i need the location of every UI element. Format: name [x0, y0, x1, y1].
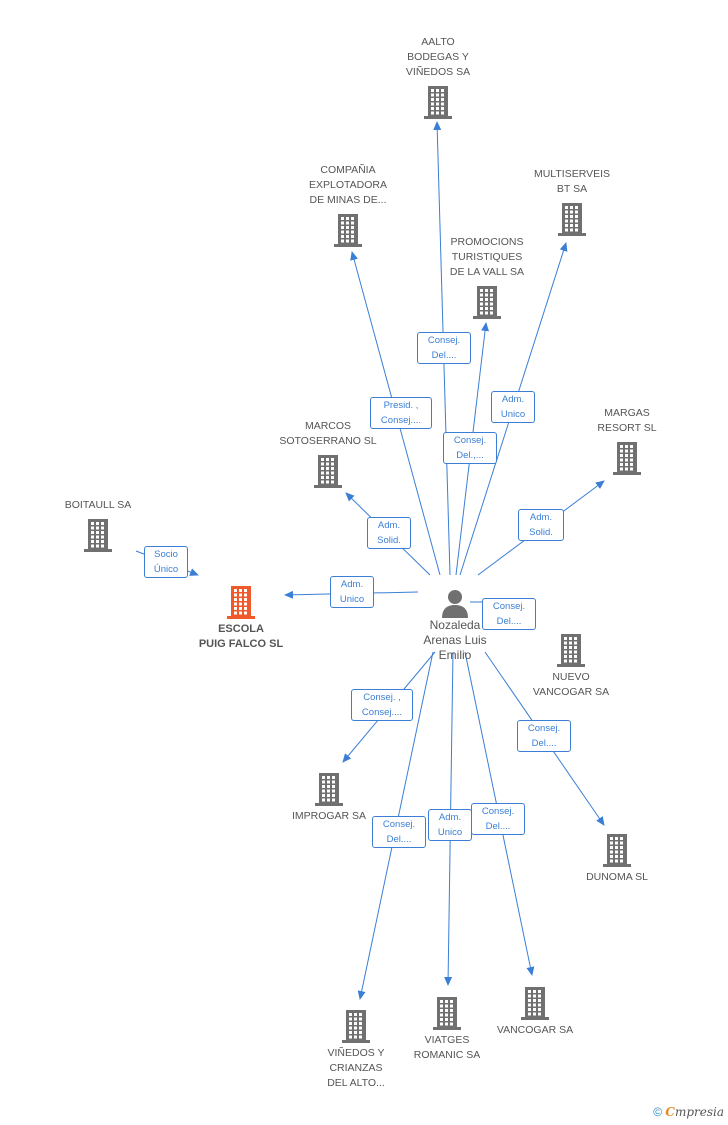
company-name: DUNOMA SL [586, 871, 648, 883]
company-node-margas[interactable]: MARGAS RESORT SL [562, 406, 692, 476]
building-icon [227, 586, 255, 619]
company-node-dunoma[interactable]: DUNOMA SL [552, 832, 682, 885]
brand-logo: Cmpresia [665, 1105, 724, 1119]
company-name: VIÑEDOS Y CRIANZAS DEL ALTO... [327, 1047, 385, 1089]
building-icon [342, 1010, 370, 1043]
building-icon [473, 286, 501, 319]
relation-label[interactable]: Adm. Solid. [367, 517, 411, 549]
person-icon [442, 590, 468, 618]
relation-label[interactable]: Consej. Del.... [517, 720, 571, 752]
company-name: MARGAS RESORT SL [597, 407, 657, 434]
relation-label[interactable]: Adm. Solid. [518, 509, 564, 541]
company-node-marcos[interactable]: MARCOS SOTOSERRANO SL [263, 419, 393, 489]
relation-label[interactable]: Adm. Unico [330, 576, 374, 608]
company-node-nuevo[interactable]: NUEVO VANCOGAR SA [506, 632, 636, 700]
company-name: COMPAÑIA EXPLOTADORA DE MINAS DE... [309, 164, 387, 206]
relation-label[interactable]: Consej. Del.... [482, 598, 536, 630]
company-node-promocions[interactable]: PROMOCIONS TURISTIQUES DE LA VALL SA [422, 235, 552, 320]
relation-label[interactable]: Consej. Del.... [417, 332, 471, 364]
relation-label[interactable]: Presid. , Consej.... [370, 397, 432, 429]
building-icon [558, 203, 586, 236]
company-name: VIATGES ROMANIC SA [413, 1034, 481, 1061]
relation-label[interactable]: Consej. , Consej.... [351, 689, 413, 721]
building-icon [84, 519, 112, 552]
relation-label[interactable]: Adm. Unico [491, 391, 535, 423]
company-name: AALTO BODEGAS Y VIÑEDOS SA [405, 36, 471, 78]
relation-label[interactable]: Consej. Del.... [372, 816, 426, 848]
building-icon [521, 987, 549, 1020]
building-icon [613, 442, 641, 475]
relation-label[interactable]: Socio Único [144, 546, 188, 578]
building-icon [603, 834, 631, 867]
person-node[interactable]: Nozaleda Arenas Luis Emilio [410, 588, 500, 663]
company-node-boitaull[interactable]: BOITAULL SA [33, 498, 163, 553]
copyright-icon: © [653, 1105, 663, 1119]
relation-label[interactable]: Adm. Unico [428, 809, 472, 841]
company-name: ESCOLA PUIG FALCO SL [198, 623, 284, 650]
company-node-compania[interactable]: COMPAÑIA EXPLOTADORA DE MINAS DE... [283, 163, 413, 248]
building-icon [314, 455, 342, 488]
company-name: MARCOS SOTOSERRANO SL [279, 420, 377, 447]
company-node-vinedos[interactable]: VIÑEDOS Y CRIANZAS DEL ALTO... [291, 1008, 421, 1091]
building-icon [424, 86, 452, 119]
building-icon [334, 214, 362, 247]
company-name: NUEVO VANCOGAR SA [532, 671, 610, 698]
company-name: BOITAULL SA [64, 499, 132, 511]
relation-label[interactable]: Consej. Del.... [471, 803, 525, 835]
company-name: MULTISERVEIS BT SA [533, 168, 611, 195]
company-name: PROMOCIONS TURISTIQUES DE LA VALL SA [449, 236, 525, 278]
company-node-aalto[interactable]: AALTO BODEGAS Y VIÑEDOS SA [373, 35, 503, 120]
company-node-viatges[interactable]: VIATGES ROMANIC SA [382, 995, 512, 1063]
company-node-escola[interactable]: ESCOLA PUIG FALCO SL [176, 584, 306, 652]
company-node-improgar[interactable]: IMPROGAR SA [264, 771, 394, 824]
relation-label[interactable]: Consej. Del.,... [443, 432, 497, 464]
footer-brand: © Cmpresia [653, 1105, 724, 1119]
company-node-multiserveis[interactable]: MULTISERVEIS BT SA [507, 167, 637, 237]
building-icon [315, 773, 343, 806]
building-icon [557, 634, 585, 667]
person-name: Nozaleda Arenas Luis Emilio [423, 618, 487, 662]
company-node-vancogar[interactable]: VANCOGAR SA [470, 985, 600, 1038]
building-icon [433, 997, 461, 1030]
company-name: VANCOGAR SA [496, 1024, 574, 1036]
company-name: IMPROGAR SA [291, 810, 367, 822]
